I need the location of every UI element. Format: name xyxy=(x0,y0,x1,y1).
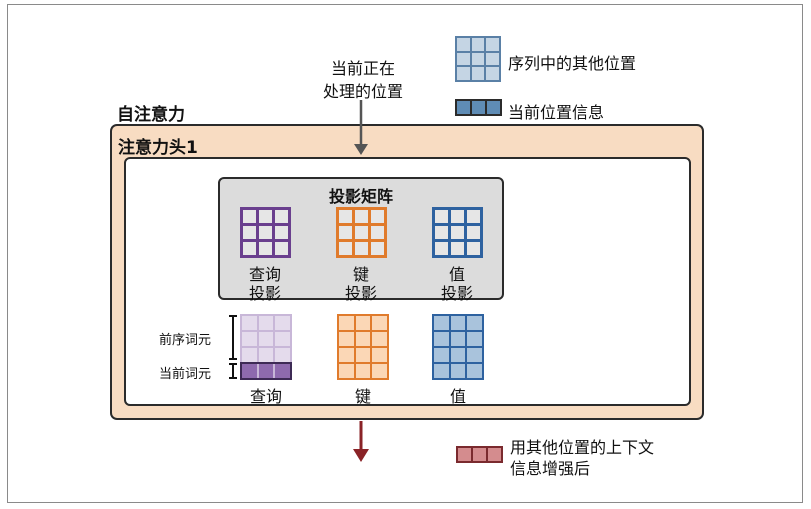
projection-title: 投影矩阵 xyxy=(328,187,393,206)
value-projection-label-line2: 投影 xyxy=(440,284,473,303)
diagram-frame xyxy=(7,4,803,503)
query-projection-label-line1: 查询 xyxy=(248,265,281,284)
value-projection-label-line1: 值 xyxy=(448,265,465,284)
query-vectors-matrix xyxy=(240,314,292,380)
output-arrow-head xyxy=(353,449,369,462)
value-projection-matrix xyxy=(432,207,483,258)
key-projection-matrix xyxy=(336,207,387,258)
legend-enhanced-label-line2: 信息增强后 xyxy=(510,459,591,478)
legend-other-positions-grid xyxy=(455,36,501,82)
previous-tokens-bracket xyxy=(229,315,237,360)
key-label: 键 xyxy=(354,387,371,406)
input-arrow-head xyxy=(354,144,368,155)
current-position-label-line1: 当前正在 xyxy=(330,59,395,78)
current-position-label-line2: 处理的位置 xyxy=(322,82,403,101)
attention-head-title: 注意力头1 xyxy=(118,138,198,158)
value-vectors-matrix xyxy=(432,314,484,380)
legend-current-info-label: 当前位置信息 xyxy=(508,103,605,122)
legend-current-info-bar xyxy=(455,99,502,116)
key-projection-label-line1: 键 xyxy=(352,265,369,284)
query-label: 查询 xyxy=(249,387,282,406)
query-projection-matrix xyxy=(240,207,291,258)
key-vectors-matrix xyxy=(337,314,389,380)
current-query-row-outline xyxy=(240,362,292,380)
self-attention-title: 自注意力 xyxy=(117,105,185,125)
legend-enhanced-bar xyxy=(456,446,503,463)
value-label: 值 xyxy=(449,387,466,406)
key-projection-label-line2: 投影 xyxy=(344,284,377,303)
current-token-bracket xyxy=(229,363,237,379)
current-token-label: 当前词元 xyxy=(159,367,212,382)
legend-other-positions-label: 序列中的其他位置 xyxy=(508,54,637,73)
legend-enhanced-label-line1: 用其他位置的上下文 xyxy=(510,438,655,457)
previous-tokens-label: 前序词元 xyxy=(159,333,212,348)
query-projection-label-line2: 投影 xyxy=(248,284,281,303)
